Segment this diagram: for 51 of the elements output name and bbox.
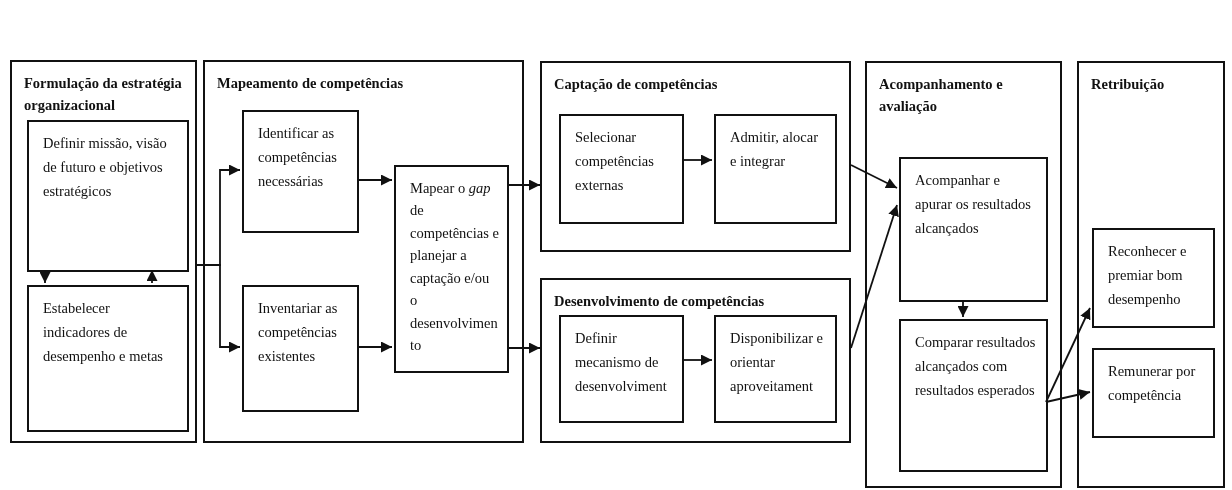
process-text: Identificar as competências necessárias xyxy=(258,124,338,191)
stage-heading: Acompanhamento e avaliação xyxy=(879,75,1004,117)
process-box xyxy=(899,319,1048,472)
arrow xyxy=(681,354,713,366)
process-box xyxy=(27,120,189,272)
process-text: Reconhecer e premiar bom desempenho xyxy=(1108,242,1188,309)
arrow xyxy=(850,164,898,189)
arrow xyxy=(39,269,51,284)
arrow xyxy=(356,174,393,186)
stage-heading: Captação de competências xyxy=(554,75,719,94)
process-text: Inventariar as competências existentes xyxy=(258,299,339,366)
process-box xyxy=(714,114,837,224)
arrow xyxy=(506,179,541,191)
process-text: Comparar resultados alcançados com resultados esperados xyxy=(915,333,1037,400)
arrow xyxy=(1045,307,1091,403)
stage-panel xyxy=(540,61,851,252)
process-box xyxy=(27,285,189,432)
process-box xyxy=(242,285,359,412)
process-box xyxy=(714,315,837,423)
process-text: Estabelecer indicadores de desempenho e metas xyxy=(43,299,164,366)
process-text: Selecionar competências externas xyxy=(575,128,655,195)
arrow xyxy=(146,269,158,284)
process-text: Mapear o gap de competências e planejar a captação e/ou o desenvolvimento xyxy=(410,179,499,356)
stage-panel xyxy=(203,60,524,443)
arrow xyxy=(356,341,393,353)
arrow xyxy=(506,342,541,354)
process-text: Definir missão, visão de futuro e objetivos estratégicos xyxy=(43,134,168,201)
stage-heading: Mapeamento de competências xyxy=(217,74,405,93)
process-box xyxy=(242,110,359,233)
process-box xyxy=(559,114,684,224)
stage-panel xyxy=(10,60,197,443)
stage-heading: Formulação da estratégia organizacional xyxy=(24,74,183,116)
process-box xyxy=(899,157,1048,302)
arrow xyxy=(681,154,713,166)
stage-panel xyxy=(540,278,851,443)
process-box xyxy=(559,315,684,423)
arrow xyxy=(957,299,969,318)
stage-heading: Desenvolvimento de competências xyxy=(554,292,766,311)
arrow xyxy=(850,204,899,349)
stage-panel xyxy=(865,61,1062,488)
process-text: Admitir, alocar e integrar xyxy=(730,128,819,171)
stage-heading: Retribuição xyxy=(1091,75,1166,94)
process-text: Definir mecanismo de desenvolviment xyxy=(575,329,668,396)
arrow xyxy=(1045,389,1091,403)
stage-panel xyxy=(1077,61,1225,488)
process-box xyxy=(394,165,509,373)
process-text: Disponibilizar e orientar aproveitament xyxy=(730,329,825,396)
process-text: Acompanhar e apurar os resultados alcançados xyxy=(915,171,1032,238)
process-box xyxy=(1092,228,1215,328)
process-text: Remunerar por competência xyxy=(1108,362,1197,405)
process-box xyxy=(1092,348,1215,438)
